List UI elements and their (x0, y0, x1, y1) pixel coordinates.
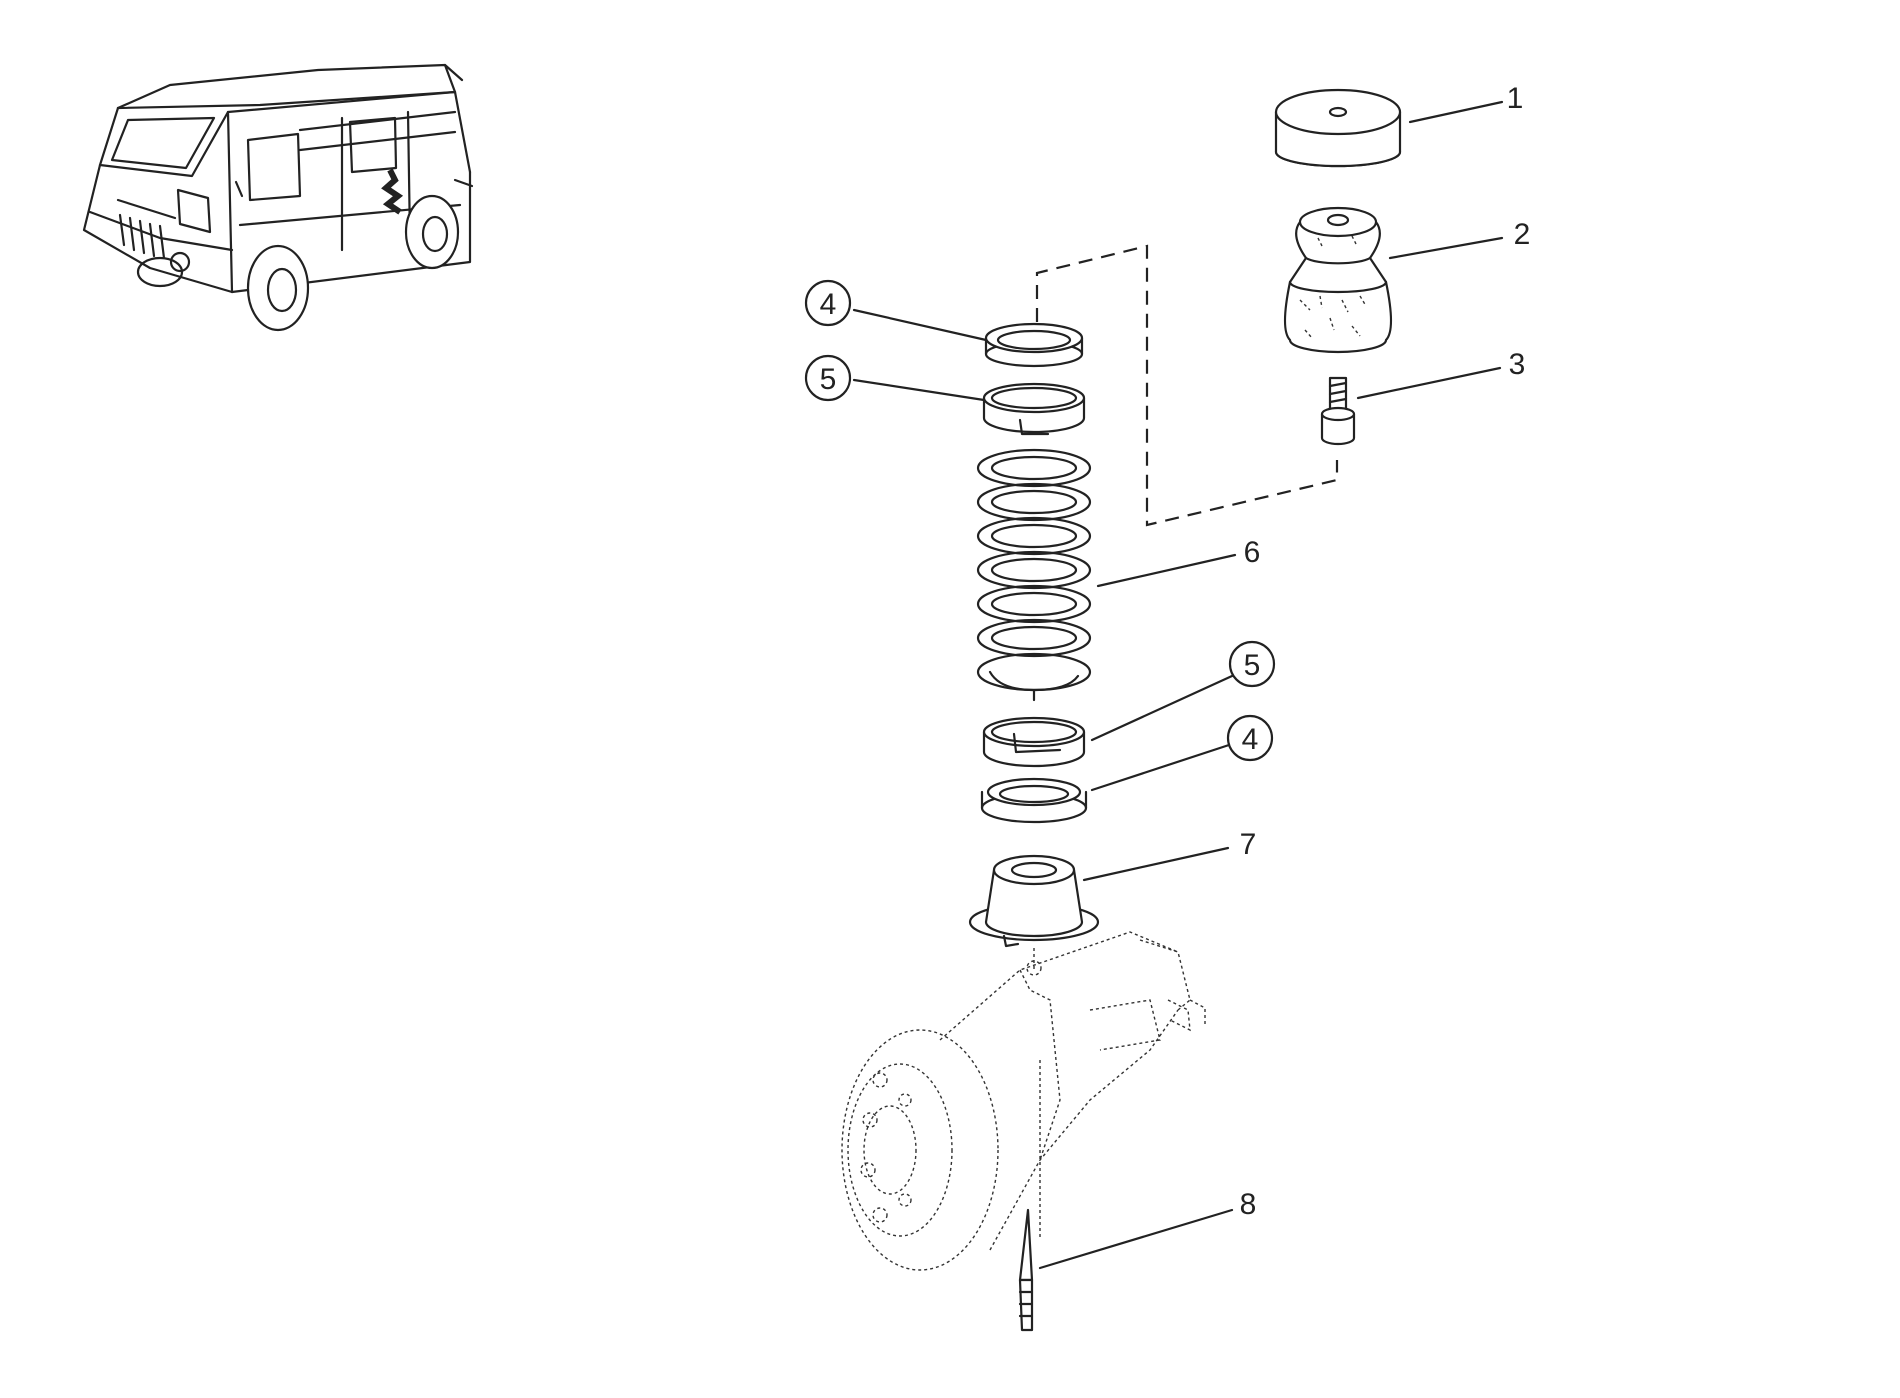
part-1-cap (1274, 88, 1402, 168)
callout-3: 3 (1509, 348, 1526, 381)
part-5-insulator-upper (982, 382, 1086, 436)
callout-4-lower: 4 (1242, 723, 1259, 756)
callout-8: 8 (1240, 1188, 1257, 1221)
callout-circles (804, 279, 1276, 762)
callout-6: 6 (1244, 536, 1261, 569)
callout-5-upper: 5 (820, 363, 837, 396)
part-5-insulator-lower (982, 716, 1086, 768)
part-8-wheel-stud (1018, 1208, 1034, 1332)
part-7-spring-pad (968, 854, 1100, 948)
vehicle-thumbnail (82, 63, 474, 332)
axle-hub-assembly (841, 931, 1206, 1271)
callout-2: 2 (1514, 218, 1531, 251)
part-4-seat-lower (980, 777, 1088, 824)
assembly-path-line (1035, 244, 1339, 527)
leader-lines (852, 100, 1504, 1270)
part-2-bump-stop (1283, 206, 1393, 354)
callout-7: 7 (1240, 828, 1257, 861)
callout-4-upper: 4 (820, 288, 837, 321)
part-6-coil-spring (976, 448, 1092, 702)
callout-1: 1 (1507, 82, 1524, 115)
part-4-seat-upper (984, 322, 1084, 368)
part-3-bolt (1320, 376, 1356, 446)
callout-5-lower: 5 (1244, 649, 1261, 682)
